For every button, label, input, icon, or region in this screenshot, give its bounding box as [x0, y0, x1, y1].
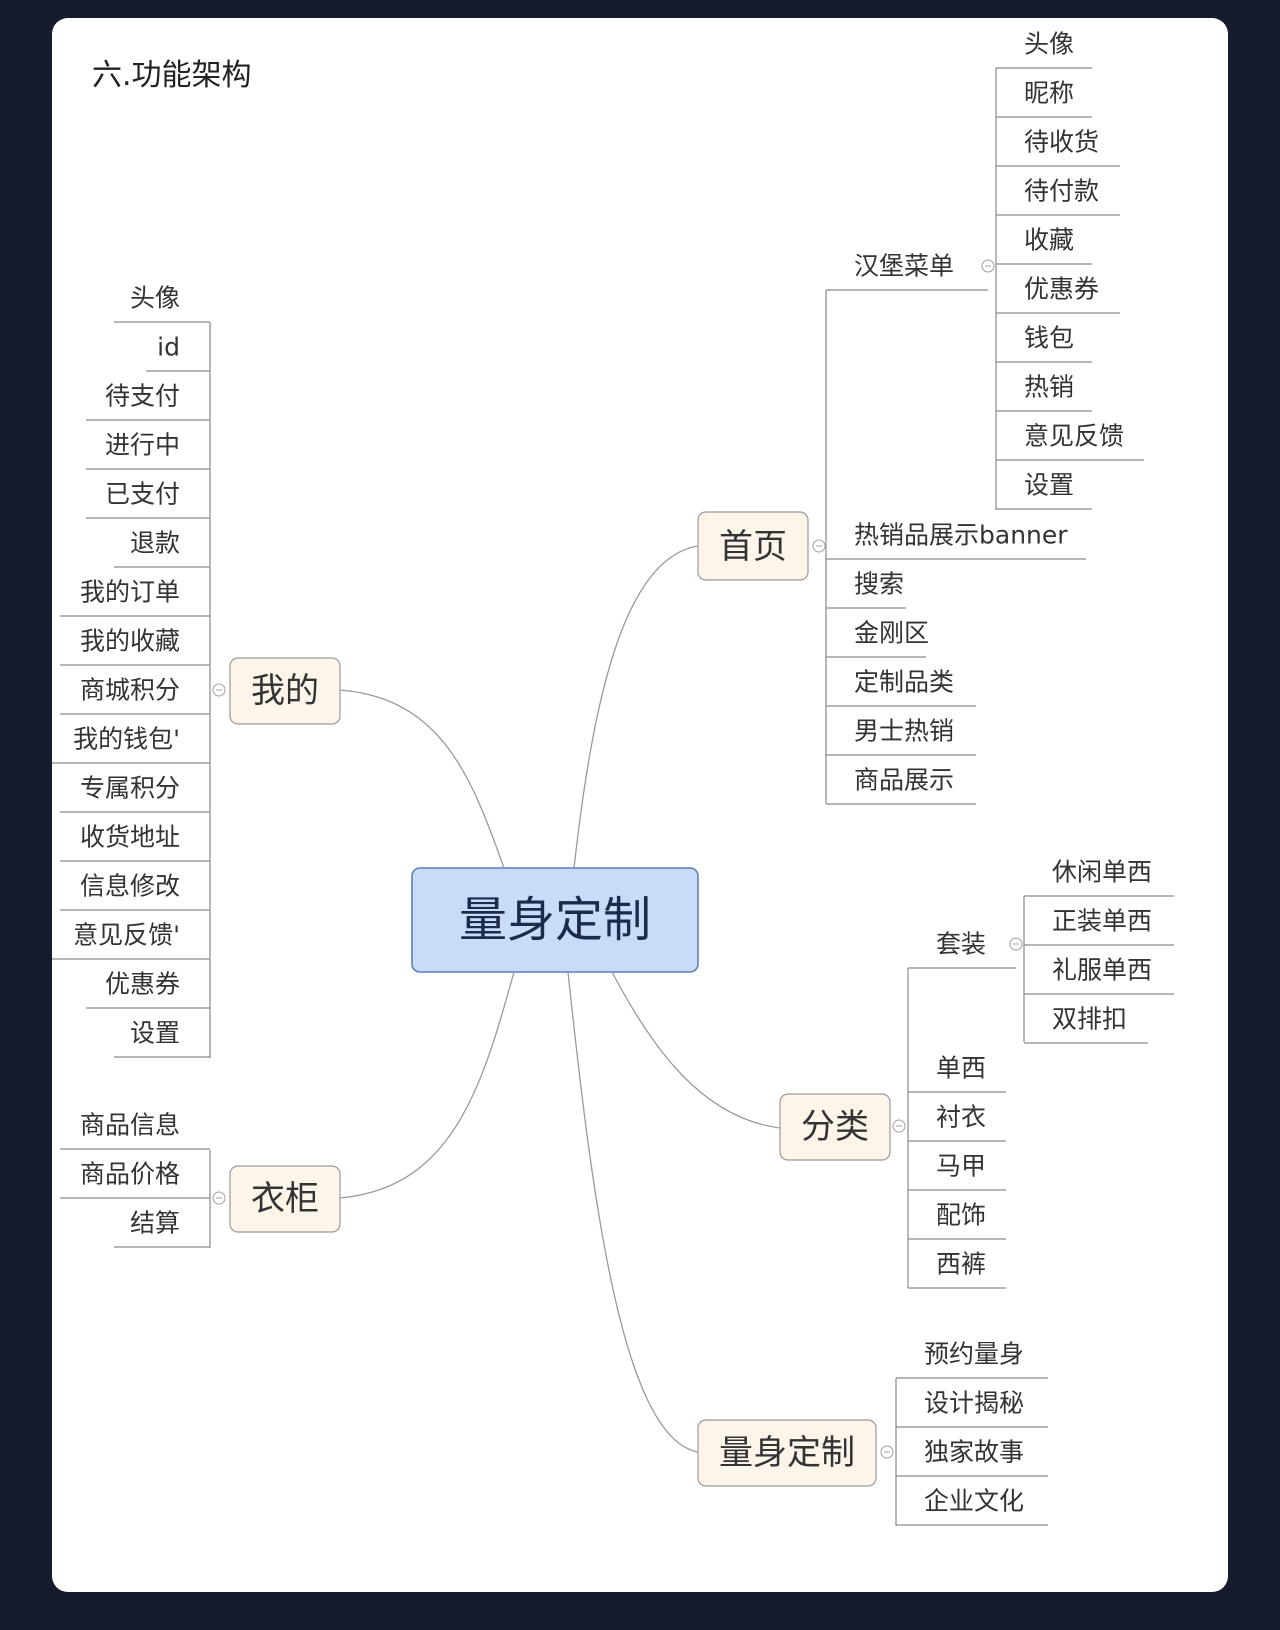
- hamburger-item-label: 收藏: [1024, 226, 1074, 255]
- root-node-label: 量身定制: [459, 892, 651, 948]
- home-item-label: 定制品类: [854, 668, 954, 697]
- hamburger-item-label: 优惠券: [1024, 275, 1099, 304]
- page-title: 六.功能架构: [92, 58, 252, 93]
- category-item-label: 马甲: [936, 1152, 986, 1181]
- hamburger-item-label: 昵称: [1024, 79, 1074, 108]
- wardrobe-item-label: 商品信息: [80, 1111, 180, 1140]
- category-item-label: 套装: [936, 930, 986, 959]
- home-item-label: 金刚区: [854, 619, 929, 648]
- mine-item-label: 意见反馈': [73, 921, 180, 950]
- curve-root-category: [611, 971, 781, 1129]
- root-node[interactable]: [411, 867, 699, 973]
- custom-item-label: 设计揭秘: [924, 1389, 1024, 1418]
- mind-map-diagram: 量身定制首页汉堡菜单头像昵称待收货待付款收藏优惠券钱包热销意见反馈设置热销品展示…: [52, 30, 1174, 1526]
- branch-home[interactable]: [697, 511, 809, 581]
- mine-item-label: 我的订单: [80, 578, 180, 607]
- suit-item-label: 休闲单西: [1052, 858, 1152, 887]
- mine-item-label: 头像: [130, 284, 180, 313]
- custom-item-label: 独家故事: [924, 1438, 1024, 1467]
- curve-root-custom: [567, 971, 699, 1453]
- hamburger-item-label: 钱包: [1024, 324, 1074, 353]
- mine-item-label: 收货地址: [80, 823, 180, 852]
- mine-item-label: id: [157, 333, 180, 362]
- mine-item-label: 待支付: [105, 382, 180, 411]
- home-item-label: 男士热销: [854, 717, 954, 746]
- home-item-label: 商品展示: [854, 766, 954, 795]
- branch-category[interactable]: [779, 1093, 891, 1161]
- hamburger-item-label: 待付款: [1024, 177, 1099, 206]
- branch-home-label: 首页: [719, 527, 787, 567]
- mine-item-label: 专属积分: [80, 774, 180, 803]
- branch-mine-label: 我的: [251, 671, 319, 711]
- hamburger-item-label: 意见反馈: [1024, 422, 1124, 451]
- branch-wardrobe-label: 衣柜: [251, 1179, 319, 1219]
- category-item-label: 单西: [936, 1054, 986, 1083]
- mine-item-label: 退款: [130, 529, 180, 558]
- hamburger-item-label: 热销: [1024, 373, 1074, 402]
- branch-mine[interactable]: [229, 657, 341, 725]
- hamburger-item-label: 设置: [1024, 471, 1074, 500]
- custom-item-label: 预约量身: [924, 1340, 1024, 1369]
- wardrobe-item-label: 商品价格: [80, 1160, 180, 1189]
- curve-root-mine: [339, 689, 505, 869]
- category-item-label: 衬衣: [936, 1103, 986, 1132]
- home-item-label: 热销品展示banner: [854, 521, 1068, 550]
- suit-item-label: 正装单西: [1052, 907, 1152, 936]
- suit-item-label: 礼服单西: [1052, 956, 1152, 985]
- mine-item-label: 优惠券: [105, 970, 180, 999]
- hamburger-item-label: 头像: [1024, 30, 1074, 59]
- mine-item-label: 信息修改: [80, 872, 180, 901]
- category-item-label: 西裤: [936, 1250, 986, 1279]
- curve-root-home: [573, 545, 699, 869]
- branch-custom-label: 量身定制: [719, 1433, 855, 1473]
- home-item-label: 搜索: [854, 570, 904, 599]
- custom-item-label: 企业文化: [924, 1487, 1024, 1516]
- suit-item-label: 双排扣: [1052, 1005, 1127, 1034]
- mine-item-label: 我的钱包': [73, 725, 180, 754]
- category-item-label: 配饰: [936, 1201, 986, 1230]
- hamburger-item-label: 待收货: [1024, 128, 1099, 157]
- mine-item-label: 进行中: [105, 431, 180, 460]
- mine-item-label: 设置: [130, 1019, 180, 1048]
- mind-map-card: 六.功能架构 量身定制首页汉堡菜单头像昵称待收货待付款收藏优惠券钱包热销意见反馈…: [52, 18, 1228, 1592]
- branch-category-label: 分类: [801, 1107, 869, 1147]
- curve-root-wardrobe: [339, 971, 515, 1199]
- mine-item-label: 已支付: [105, 480, 180, 509]
- mine-item-label: 商城积分: [80, 676, 180, 705]
- wardrobe-item-label: 结算: [130, 1209, 180, 1238]
- mine-item-label: 我的收藏: [80, 627, 180, 656]
- branch-custom[interactable]: [697, 1419, 877, 1487]
- home-item-label: 汉堡菜单: [854, 252, 954, 281]
- branch-wardrobe[interactable]: [229, 1165, 341, 1233]
